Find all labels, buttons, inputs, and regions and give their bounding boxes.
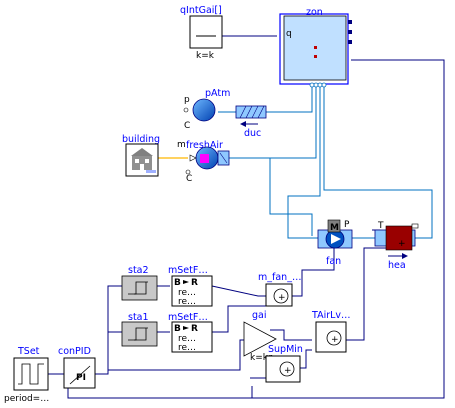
building-label: building (122, 134, 160, 145)
msetf2-bool-b: B (174, 278, 181, 288)
block-patm[interactable]: pAtm p C (183, 88, 230, 131)
wire-msetf2-mfan (211, 285, 270, 297)
block-sta2[interactable]: sta2 (121, 265, 158, 301)
patm-port-p: p (184, 95, 190, 105)
block-hea[interactable]: T + hea (374, 221, 419, 271)
qintgai-param: k=k (196, 51, 215, 61)
msetf2-bool-r: R (191, 278, 198, 288)
wire-conpid-gai (108, 339, 246, 371)
msetf1-label: mSetF… (168, 312, 208, 323)
conpid-pi: PI (76, 373, 86, 383)
hea-plus: + (398, 239, 406, 249)
sta1-label: sta1 (128, 312, 149, 323)
wire-mfan-fan (292, 246, 335, 297)
fan-motor-label: M (330, 223, 339, 233)
qintgai-box (189, 15, 223, 49)
wire-zon-temperature (67, 59, 445, 399)
m-fan-plus: + (278, 293, 286, 303)
msetf2-re1: re… (178, 288, 196, 298)
msetf1-bool-b: B (174, 324, 181, 334)
sta2-box (121, 275, 158, 301)
conpid-box (63, 357, 96, 389)
block-qintgai[interactable]: qIntGai[] k=k (180, 5, 223, 61)
block-duc[interactable]: duc (235, 105, 267, 139)
freshair-port-m: m (177, 140, 186, 150)
msetf1-re1: re… (178, 334, 196, 344)
tset-param: period=… (4, 394, 49, 404)
block-freshair[interactable]: freshAir m C (177, 140, 230, 184)
freshair-port-c: C (186, 174, 192, 184)
supmin-plus: + (284, 366, 292, 376)
patm-sphere (192, 98, 216, 122)
wire-supmin-tairlv (300, 349, 312, 369)
block-gai[interactable]: gai k=kp (243, 310, 277, 363)
gai-triangle (243, 321, 277, 357)
block-msetf1[interactable]: mSetF… B R re… re… (168, 312, 213, 353)
block-msetf2[interactable]: mSetF… B R re… re… (168, 265, 213, 307)
block-sta1[interactable]: sta1 (121, 312, 158, 347)
tset-label: TSet (17, 346, 40, 357)
sta2-label: sta2 (128, 265, 149, 276)
conpid-label: conPID (58, 346, 91, 357)
block-m-fan[interactable]: m_fan_… + (258, 272, 301, 307)
tset-box (13, 357, 49, 391)
block-supmin[interactable]: SupMin + (265, 344, 303, 383)
block-fan[interactable]: M P fan (317, 219, 353, 267)
hea-body (385, 225, 413, 251)
msetf2-box (171, 275, 213, 307)
msetf1-re2: re… (178, 343, 196, 353)
msetf2-label: mSetF… (168, 265, 208, 276)
wire-hea-zon (323, 84, 433, 239)
hea-label: hea (388, 260, 406, 271)
msetf1-bool-r: R (191, 324, 198, 334)
supmin-label: SupMin (268, 344, 303, 355)
fan-label: fan (326, 256, 341, 267)
wire-conpid-sta2 (95, 285, 122, 375)
m-fan-label: m_fan_… (258, 272, 301, 283)
patm-port-c: C (184, 121, 190, 131)
block-building[interactable]: building (122, 134, 160, 177)
wire-freshair-fan (229, 157, 313, 236)
duc-pipe (235, 105, 267, 119)
gai-label: gai (252, 310, 267, 321)
duc-label: duc (244, 128, 261, 139)
freshair-label: freshAir (186, 140, 223, 151)
qintgai-label: qIntGai[] (180, 5, 222, 16)
block-tset[interactable]: TSet period=… (4, 346, 49, 404)
block-tairlv[interactable]: TAirLv… + (311, 310, 351, 353)
patm-label: pAtm (205, 88, 230, 99)
block-zon[interactable]: zon q (279, 7, 352, 88)
tairlv-label: TAirLv… (311, 310, 351, 321)
msetf2-re2: re… (178, 297, 196, 307)
wire-msetf1-mfan (212, 305, 270, 333)
msetf1-box (171, 321, 213, 353)
wire-gai-tairlv (270, 329, 312, 341)
gai-param: k=kp (250, 353, 274, 363)
fan-port-p: P (344, 220, 350, 230)
block-conpid[interactable]: conPID PI (58, 346, 96, 389)
hea-port-t: T (377, 221, 384, 231)
wire-zon-freshair (229, 84, 317, 159)
zon-label: zon (306, 7, 323, 18)
zon-port-q: q (286, 29, 292, 39)
tairlv-plus: + (331, 335, 339, 345)
zon-inner (283, 15, 347, 81)
wire-tairlv-hea (346, 247, 400, 341)
sta1-box (121, 321, 158, 347)
wire-zon-fan (287, 84, 321, 239)
